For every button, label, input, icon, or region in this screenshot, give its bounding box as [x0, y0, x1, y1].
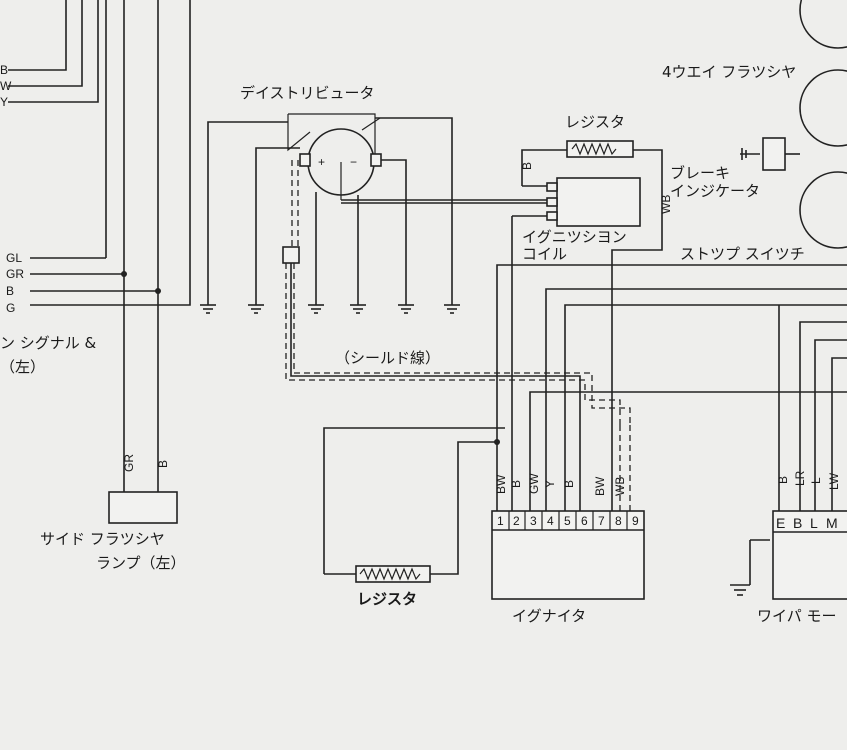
- resistor-bottom-label: レジスタ: [357, 590, 417, 608]
- brake-indicator-label-1: ブレーキ: [670, 164, 730, 182]
- distributor-leads: [207, 117, 548, 305]
- wiper-motor: [772, 510, 847, 600]
- wiper-wire-code: LR: [793, 470, 807, 486]
- ground-symbols: [200, 304, 750, 596]
- igniter-wire-code: BW: [494, 474, 508, 494]
- side-flasher-code: B: [156, 460, 170, 468]
- brake-indicator-wire: [611, 200, 663, 425]
- igniter: [491, 425, 645, 600]
- coil-wire-code: B: [520, 162, 534, 170]
- ignition-coil-label-2: コイル: [522, 245, 567, 263]
- brake-wire-code: WB: [659, 195, 673, 214]
- top-resistor: [521, 140, 663, 200]
- igniter-pin: 1: [497, 514, 504, 528]
- igniter-wire-code: WB: [613, 477, 627, 496]
- shield-wire-label: （シールド線）: [335, 349, 440, 367]
- igniter-pin: 3: [530, 514, 537, 528]
- harness-code: GL: [6, 251, 22, 265]
- turn-signal-label-1: ン シグナル &: [0, 334, 97, 352]
- igniter-pin: 6: [581, 514, 588, 528]
- wiper-wire-code: LW: [827, 472, 841, 490]
- wiper-wire-code: L: [809, 477, 823, 484]
- igniter-wire-code: GW: [527, 473, 541, 494]
- turn-signal-label-2: （左）: [0, 358, 45, 376]
- resistor-top-label: レジスタ: [565, 113, 625, 131]
- side-flasher-code: GR: [122, 454, 136, 472]
- distributor: + −: [287, 113, 382, 200]
- harness-code: GR: [6, 267, 24, 281]
- right-harness: [496, 264, 847, 585]
- ignition-coil-label-1: イグニツシヨン: [522, 228, 627, 246]
- left-harness: [8, 0, 191, 524]
- igniter-pin: 4: [547, 514, 554, 528]
- stop-switch-label: ストツプ スイツチ: [680, 245, 805, 263]
- wiper-terminal: M: [826, 515, 838, 531]
- side-flasher-lamp: [108, 491, 178, 524]
- wiper-wire-code: B: [776, 476, 790, 484]
- ignition-coil: [511, 177, 641, 430]
- four-way-flasher-label: 4ウエイ フラツシヤ: [662, 63, 796, 81]
- left-wire-code: B: [0, 63, 8, 77]
- distributor-plus-terminal: +: [318, 155, 325, 169]
- wiper-terminal: E: [776, 515, 785, 531]
- igniter-pin: 8: [615, 514, 622, 528]
- igniter-wire-code: B: [509, 480, 523, 488]
- igniter-pin: 2: [513, 514, 520, 528]
- igniter-pin: 5: [564, 514, 571, 528]
- shield-wire: [282, 160, 631, 425]
- bottom-resistor: [323, 427, 505, 583]
- igniter-wire-code: B: [562, 480, 576, 488]
- igniter-pin: 9: [632, 514, 639, 528]
- distributor-minus-terminal: −: [350, 155, 357, 169]
- side-flasher-label-1: サイド フラツシヤ: [40, 530, 165, 548]
- harness-code: G: [6, 301, 15, 315]
- wiper-terminal: B: [793, 515, 802, 531]
- harness-code: B: [6, 284, 14, 298]
- left-wire-code: W: [0, 79, 12, 93]
- shield-connector: [282, 246, 300, 264]
- four-way-flasher-lamps: [740, 0, 847, 249]
- brake-indicator-label-2: インジケータ: [670, 182, 760, 200]
- igniter-label: イグナイタ: [512, 607, 586, 625]
- igniter-wire-code: Y: [543, 480, 557, 488]
- igniter-pin: 7: [598, 514, 605, 528]
- wiper-motor-label: ワイパ モー: [757, 607, 836, 625]
- igniter-wire-code: BW: [593, 476, 607, 496]
- wiper-terminal: L: [810, 515, 818, 531]
- left-wire-code: Y: [0, 95, 8, 109]
- side-flasher-label-2: ランプ（左）: [96, 554, 186, 572]
- distributor-label: デイストリビュータ: [240, 84, 375, 102]
